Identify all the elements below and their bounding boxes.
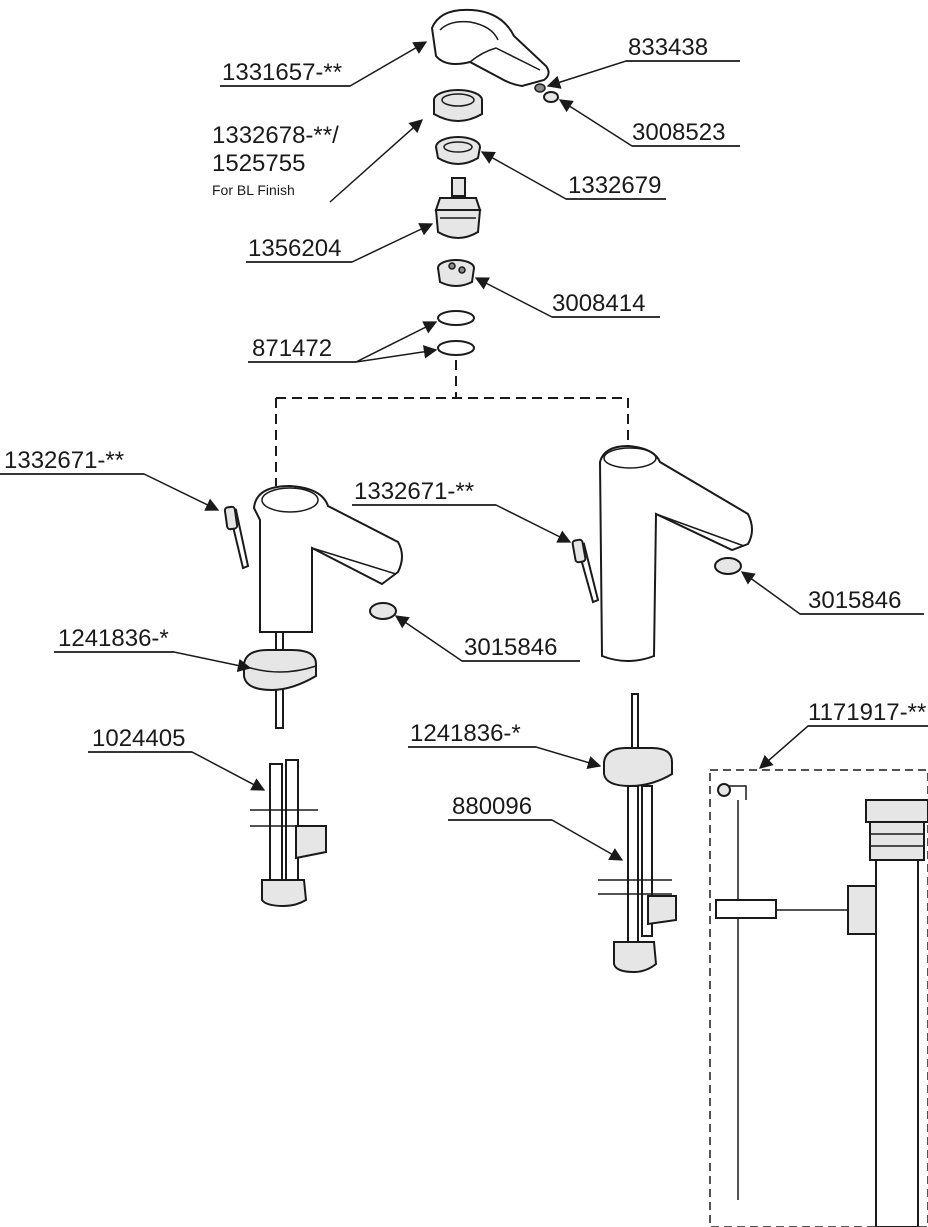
label-handle: 1331657-** [222, 59, 342, 86]
label-aerator-left: 3015846 [464, 634, 557, 661]
handle-lever-part [430, 8, 550, 88]
label-orings: 871472 [252, 335, 332, 362]
label-hoses-right: 880096 [452, 793, 532, 820]
cover-ring-part [435, 136, 481, 165]
label-hoses-left: 1024405 [92, 725, 185, 752]
label-diverter: 3008414 [552, 290, 645, 317]
label-mount-right: 1241836-* [410, 720, 521, 747]
right-aerator-part [714, 557, 742, 575]
right-hoses-part [598, 785, 677, 974]
label-drain: 1171917-** [808, 699, 926, 726]
label-cover-note: For BL Finish [212, 182, 295, 198]
label-plug: 3008523 [632, 119, 725, 146]
cover-cap-part [433, 89, 483, 122]
o-ring-lower [437, 340, 475, 356]
assembly-dashed-line [275, 360, 629, 486]
right-faucet-body [598, 444, 753, 662]
cartridge-part [434, 177, 482, 239]
right-mount-part [603, 693, 673, 788]
label-underlines [0, 60, 928, 821]
left-hoses-part [250, 759, 327, 908]
left-aerator-part [369, 602, 397, 620]
label-lift-rod-left: 1332671-** [4, 447, 124, 474]
label-cover-ring: 1332679 [568, 172, 661, 199]
label-screw: 833438 [628, 34, 708, 61]
label-cartridge: 1356204 [248, 235, 341, 262]
left-faucet-body [252, 484, 403, 633]
label-aerator-right: 3015846 [808, 587, 901, 614]
right-lift-rod-part [571, 538, 600, 604]
label-lift-rod-right: 1332671-** [354, 478, 474, 505]
o-ring-upper [437, 310, 475, 326]
label-mount-left: 1241836-* [58, 625, 169, 652]
label-cover-alt: 1525755 [212, 150, 305, 177]
label-cover: 1332678-**/ [212, 122, 339, 149]
diverter-part [437, 259, 475, 287]
left-mount-part [243, 631, 317, 729]
set-screw-part [534, 83, 559, 103]
drain-assembly-part [709, 769, 928, 1227]
left-lift-rod-part [223, 505, 250, 570]
